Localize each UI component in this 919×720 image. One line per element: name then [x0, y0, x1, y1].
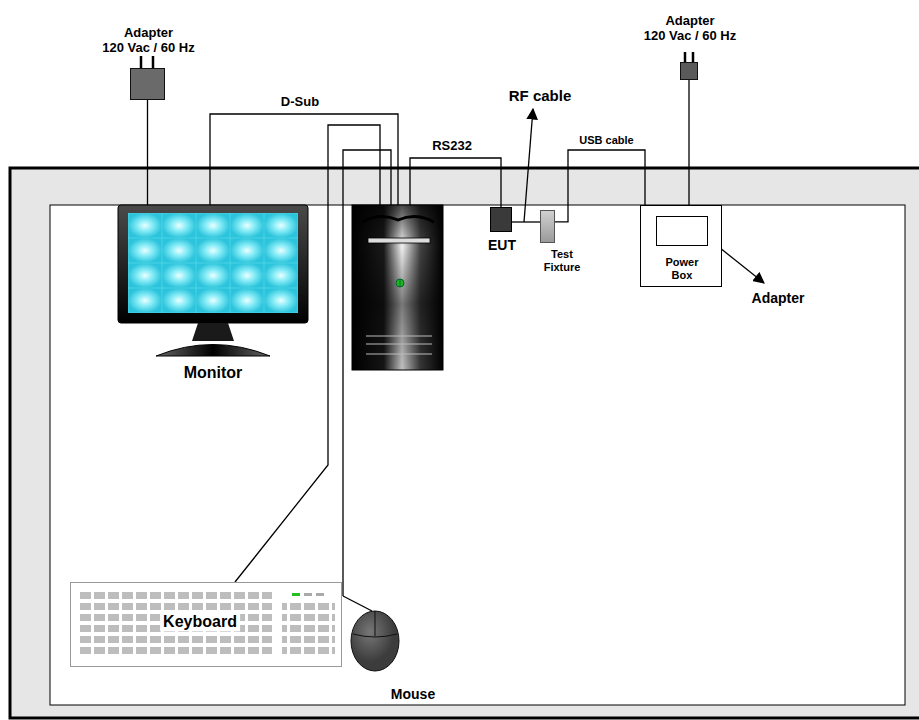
mouse-cable	[343, 596, 372, 611]
node-label: Mouse	[391, 686, 435, 703]
monitor: Monitor	[118, 205, 308, 357]
text-group: EUT	[488, 237, 516, 254]
pc-case	[352, 205, 443, 370]
node-sublabel: 120 Vac / 60 Hz	[644, 28, 737, 44]
callout-label: Adapter	[752, 290, 805, 306]
cable-line	[688, 80, 689, 205]
table-surface	[50, 205, 905, 705]
pc-cables	[210, 114, 501, 611]
cable-line	[555, 150, 645, 222]
rs232-cable	[410, 158, 501, 207]
cable-line	[512, 221, 540, 222]
cable-line	[147, 100, 148, 205]
node-label: Monitor	[184, 363, 243, 382]
prong	[152, 56, 155, 68]
pc-power-led	[396, 279, 404, 287]
pc-shade	[352, 205, 443, 370]
node-sublabel: 120 Vac / 60 Hz	[102, 40, 195, 56]
text-group: Monitor	[184, 363, 243, 382]
prong	[684, 52, 687, 62]
plug-prongs	[141, 52, 693, 68]
node-label: Keyboard	[160, 612, 240, 631]
pc-drive-slot	[368, 238, 430, 243]
pc-vent	[366, 336, 432, 337]
node-label: Test Fixture	[538, 248, 586, 274]
pc-tower	[352, 205, 443, 370]
node-label: Adapter	[644, 13, 737, 29]
eut-device: EUT	[490, 207, 512, 232]
cable-label: USB cable	[579, 134, 633, 147]
text-group: Mouse	[391, 686, 435, 703]
text-group: Power Box	[659, 256, 705, 282]
power-box: Power Box	[640, 205, 722, 287]
monitor-shape	[118, 205, 308, 357]
table-top	[10, 168, 919, 718]
pc-drive-bay	[362, 216, 434, 222]
mouse: Mouse	[350, 610, 400, 672]
text-group: Test Fixture	[538, 248, 586, 274]
power-adapter: Adapter120 Vac / 60 Hz	[130, 68, 165, 100]
pc-power-led	[400, 279, 401, 287]
node-label: Adapter	[102, 25, 195, 41]
text-group: Adapter120 Vac / 60 Hz	[644, 13, 737, 44]
keyboard: Keyboard	[70, 582, 342, 667]
cable-label: D-Sub	[281, 95, 319, 110]
test-fixture: Test Fixture	[540, 210, 555, 243]
rf-cable-callout	[524, 109, 533, 222]
cable-label: RS232	[432, 139, 472, 154]
dsub-cable	[210, 114, 398, 205]
pc-vent	[366, 344, 432, 345]
power-adapter: Adapter120 Vac / 60 Hz	[680, 62, 698, 80]
mouse-shape	[350, 610, 400, 672]
prong	[692, 52, 695, 62]
prong	[140, 56, 143, 68]
text-group: Adapter120 Vac / 60 Hz	[102, 25, 195, 56]
callout-label: RF cable	[509, 87, 572, 104]
node-label: Power Box	[659, 256, 705, 282]
text-group: Keyboard	[160, 612, 240, 631]
adapter-box	[656, 216, 708, 246]
node-label: EUT	[488, 237, 516, 254]
pc-vent	[366, 354, 432, 355]
